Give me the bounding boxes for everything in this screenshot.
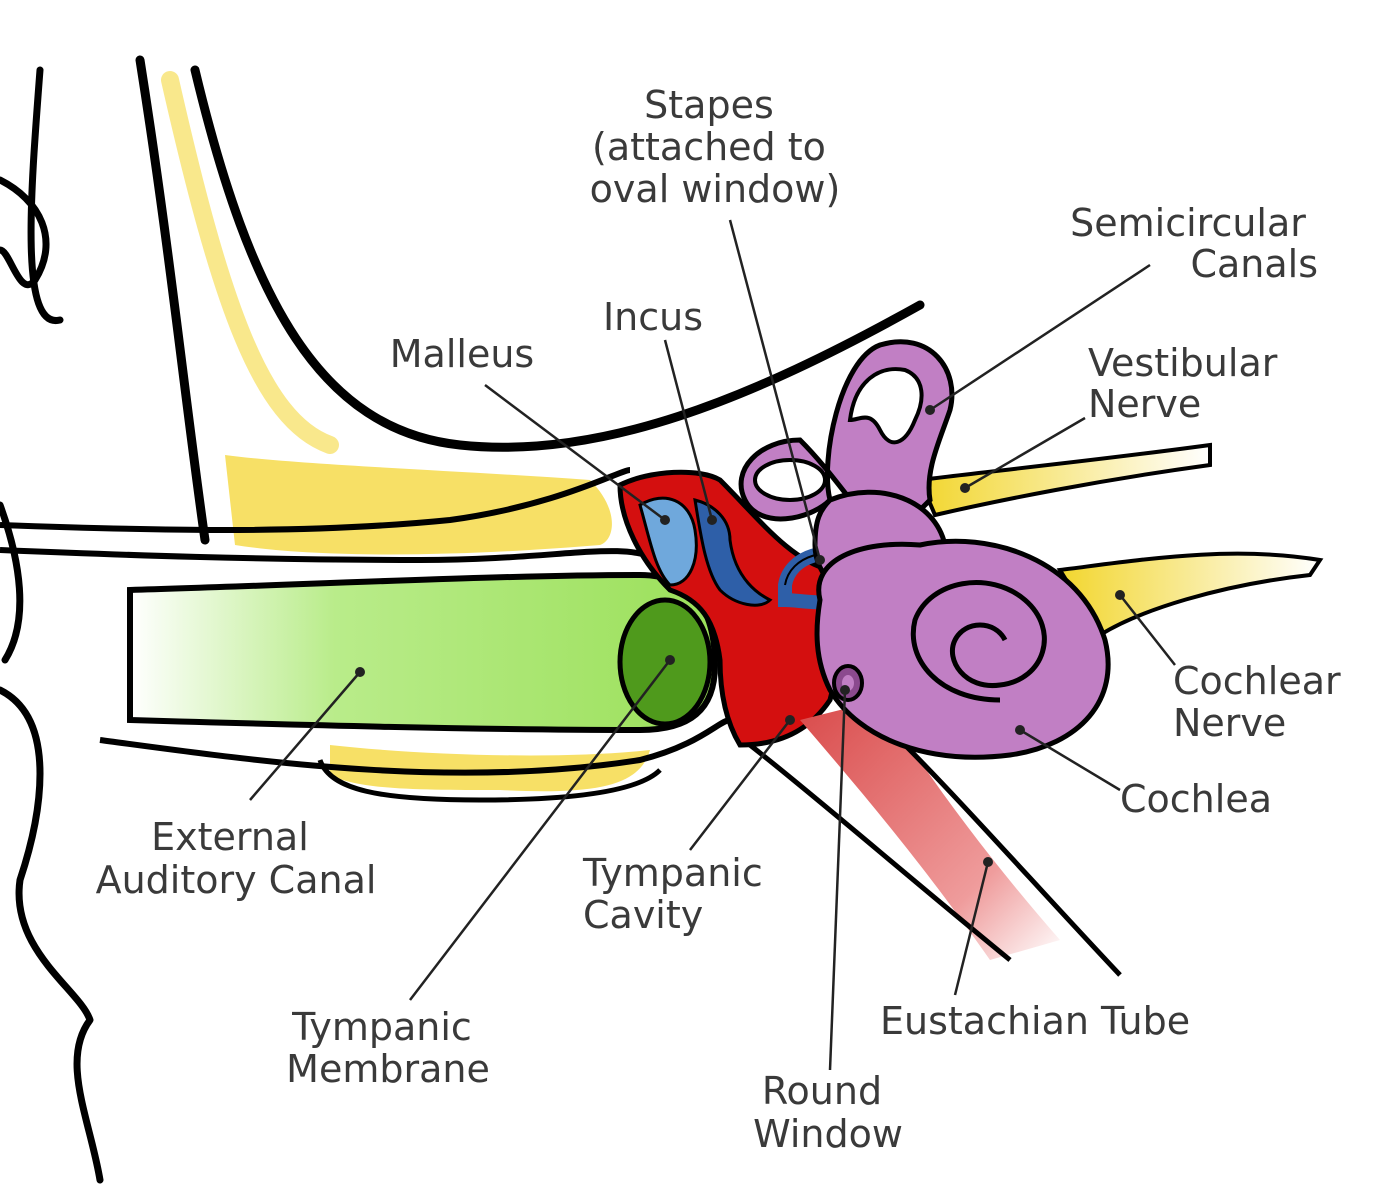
- external-auditory-canal-shape: [127, 571, 719, 734]
- label-eustachian-tube: Eustachian Tube: [880, 999, 1190, 1043]
- tympanic-membrane-shape: [617, 597, 713, 727]
- cartilage-lower: [330, 745, 650, 792]
- label-vestibular-nerve: Vestibular Nerve: [1088, 341, 1289, 426]
- label-incus: Incus: [603, 295, 703, 339]
- label-stapes: Stapes (attached to oval window): [590, 83, 841, 211]
- cochlea-shape: [814, 538, 1111, 760]
- cochlear-nerve-shape: [1056, 551, 1324, 638]
- incus-shape: [693, 497, 773, 607]
- label-round-window: Round Window: [753, 1069, 903, 1156]
- label-tympanic-membrane: Tympanic Membrane: [286, 1005, 490, 1091]
- label-tympanic-cavity: Tympanic Cavity: [582, 851, 775, 937]
- label-malleus: Malleus: [390, 332, 534, 376]
- label-semicircular-canals: Semicircular Canals: [1070, 201, 1318, 286]
- label-external-auditory-canal: External Auditory Canal: [96, 815, 377, 902]
- eustachian-tube-shape: [800, 700, 1060, 960]
- label-cochlea: Cochlea: [1120, 777, 1272, 821]
- labels: Stapes (attached to oval window) Semicir…: [96, 83, 1353, 1156]
- cartilage-upper: [225, 455, 612, 555]
- label-cochlear-nerve: Cochlear Nerve: [1173, 659, 1353, 745]
- pinna: [0, 66, 104, 1184]
- temporal-bone: [0, 55, 925, 803]
- malleus-shape: [638, 496, 698, 587]
- inner-ear: [738, 339, 1111, 760]
- vestibular-nerve-shape: [917, 442, 1212, 518]
- leader-lines: [249, 219, 1176, 1071]
